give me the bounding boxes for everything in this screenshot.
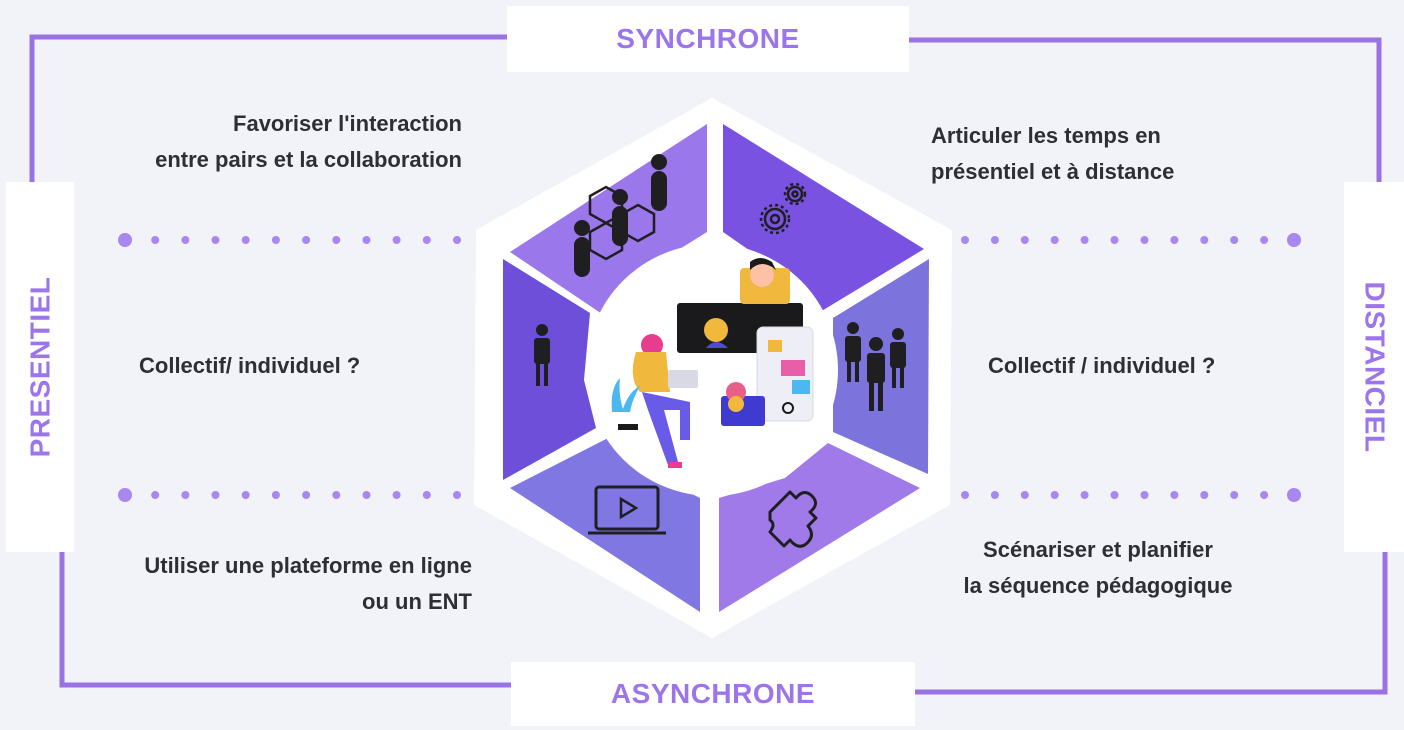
label-top-right-line2: présentiel et à distance <box>931 159 1175 184</box>
label-bottom-left-line2: ou un ENT <box>362 589 472 614</box>
label-bottom-left-line1: Utiliser une plateforme en ligne <box>144 553 472 578</box>
dot <box>1020 236 1029 244</box>
dot <box>1020 491 1029 499</box>
label-mid-right: Collectif / individuel ? <box>988 348 1288 384</box>
dot <box>1170 236 1179 244</box>
label-mid-right-text: Collectif / individuel ? <box>988 353 1216 378</box>
dot <box>271 236 280 244</box>
axis-label-bottom: ASYNCHRONE <box>511 662 915 726</box>
dot <box>1230 236 1239 244</box>
dotted-lines <box>118 233 1301 502</box>
puzzle-icon <box>768 490 818 548</box>
dot <box>302 491 311 499</box>
dot <box>362 236 371 244</box>
dot <box>422 491 431 499</box>
video-laptop-icon <box>588 485 666 535</box>
dot <box>332 491 341 499</box>
dot <box>422 236 431 244</box>
dot <box>211 491 220 499</box>
dot <box>1200 491 1209 499</box>
dot <box>151 236 160 244</box>
dot <box>181 236 190 244</box>
segment-left <box>503 259 596 480</box>
dot <box>1260 491 1269 499</box>
dot <box>1230 491 1239 499</box>
dot <box>302 236 311 244</box>
dot <box>118 233 132 247</box>
dot <box>362 491 371 499</box>
presentiel-label: PRESENTIEL <box>24 276 55 458</box>
dot <box>332 236 341 244</box>
label-bottom-right-line2: la séquence pédagogique <box>963 573 1233 598</box>
axis-label-left: PRESENTIEL <box>6 182 74 552</box>
label-mid-left-text: Collectif/ individuel ? <box>139 353 361 378</box>
dot <box>1050 236 1059 244</box>
asynchrone-label: ASYNCHRONE <box>610 678 816 709</box>
dot <box>453 491 461 499</box>
synchrone-label: SYNCHRONE <box>616 23 800 54</box>
dot <box>1080 491 1089 499</box>
dot <box>392 236 401 244</box>
dot <box>1050 491 1059 499</box>
single-person-icon <box>534 324 550 386</box>
dot <box>1170 491 1179 499</box>
dot <box>241 236 250 244</box>
dot <box>961 491 969 499</box>
label-bottom-left: Utiliser une plateforme en ligne ou un E… <box>80 548 472 620</box>
label-top-right: Articuler les temps en présentiel et à d… <box>931 118 1261 190</box>
dot <box>1140 236 1149 244</box>
dot <box>118 488 132 502</box>
dot <box>990 491 999 499</box>
dot <box>990 236 999 244</box>
dot <box>1140 491 1149 499</box>
dot <box>1200 236 1209 244</box>
dot <box>1110 491 1119 499</box>
distanciel-label: DISTANCIEL <box>1359 281 1391 453</box>
dot <box>241 491 250 499</box>
label-mid-left: Collectif/ individuel ? <box>139 348 439 384</box>
dot <box>1110 236 1119 244</box>
dot <box>151 491 160 499</box>
dot <box>1080 236 1089 244</box>
label-top-left-line2: entre pairs et la collaboration <box>155 147 462 172</box>
label-top-left-line1: Favoriser l'interaction <box>233 111 462 136</box>
dot <box>271 491 280 499</box>
dot <box>1287 488 1301 502</box>
people-network-icon <box>574 154 667 277</box>
group-people-icon <box>845 322 906 411</box>
dot <box>1287 233 1301 247</box>
dot <box>453 236 461 244</box>
dot <box>392 491 401 499</box>
label-top-left: Favoriser l'interaction entre pairs et l… <box>90 106 462 178</box>
axis-label-top: SYNCHRONE <box>507 6 909 72</box>
dot <box>961 236 969 244</box>
label-bottom-right: Scénariser et planifier la séquence péda… <box>926 532 1270 604</box>
axis-label-right: DISTANCIEL <box>1344 182 1404 552</box>
segment-bottom-right <box>719 443 920 612</box>
dot <box>181 491 190 499</box>
dot <box>1260 236 1269 244</box>
outer-frame <box>29 34 1388 695</box>
gears-icon <box>759 182 807 235</box>
remote-collaboration-illustration <box>611 258 814 468</box>
label-top-right-line1: Articuler les temps en <box>931 123 1161 148</box>
dot <box>211 236 220 244</box>
label-bottom-right-line1: Scénariser et planifier <box>983 537 1213 562</box>
